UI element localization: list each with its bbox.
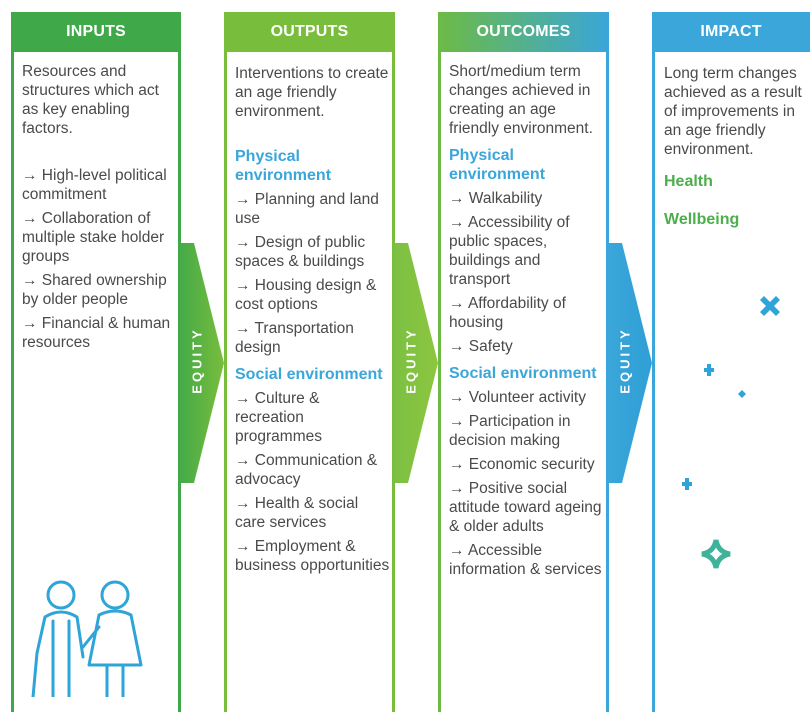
inputs-content: Resources and structures which act as ke… xyxy=(11,62,181,357)
impact-body xyxy=(652,52,810,712)
outcomes-title: OUTCOMES xyxy=(476,23,571,40)
equity-label-3: EQUITY xyxy=(617,327,633,394)
impact-content: Long term changes achieved as a result o… xyxy=(652,64,810,248)
outcomes-description: Short/medium term changes achieved in cr… xyxy=(449,63,593,137)
outcomes-physical-item: → Walkability xyxy=(449,190,543,207)
inputs-list-item: → Financial & human resources xyxy=(22,315,171,351)
outputs-physical-item: → Planning and land use xyxy=(235,191,379,227)
outputs-physical-item: → Design of public spaces & buildings xyxy=(235,234,366,270)
inputs-list-item: → Shared ownership by older people xyxy=(22,272,167,308)
impact-label-health: Health xyxy=(664,173,713,190)
inputs-list-item: → High-level political commitment xyxy=(22,167,167,203)
outcomes-social-item: → Positive social attitude toward ageing… xyxy=(449,480,602,535)
outputs-content: Interventions to create an age friendly … xyxy=(224,64,395,580)
outcomes-social-item: → Accessible information & services xyxy=(449,542,602,578)
outcomes-social-heading: Social environment xyxy=(449,365,597,382)
inputs-description: Resources and structures which act as ke… xyxy=(22,63,159,137)
outputs-title: OUTPUTS xyxy=(224,12,395,52)
outcomes-column: OUTCOMES Short/medium term changes achie… xyxy=(438,12,609,712)
impact-title: IMPACT xyxy=(652,12,810,52)
outputs-description: Interventions to create an age friendly … xyxy=(235,65,389,120)
outcomes-header-bg xyxy=(438,12,609,52)
outcomes-social-item: → Volunteer activity xyxy=(449,389,586,406)
outputs-column: OUTPUTS Interventions to create an age f… xyxy=(224,12,395,712)
outputs-body xyxy=(224,52,395,712)
inputs-column: INPUTS Resources and structures which ac… xyxy=(11,12,181,712)
outcomes-content: Short/medium term changes achieved in cr… xyxy=(438,62,609,584)
outputs-social-item: → Health & social care services xyxy=(235,495,359,531)
outputs-social-items: → Culture & recreation programmes → Commu… xyxy=(235,389,391,575)
impact-label-wellbeing: Wellbeing xyxy=(664,211,740,228)
outcomes-social-item: → Economic security xyxy=(449,456,595,473)
equity-label-1: EQUITY xyxy=(189,327,205,394)
elderly-couple-icon xyxy=(31,580,143,697)
outputs-physical-items: → Planning and land use → Design of publi… xyxy=(235,190,391,357)
inputs-title: INPUTS xyxy=(11,12,181,52)
outcomes-social-items: → Volunteer activity → Participation in d… xyxy=(449,388,605,579)
outcomes-social-item: → Participation in decision making xyxy=(449,413,571,449)
inputs-list-item: → Collaboration of multiple stake holder… xyxy=(22,210,165,265)
equity-arrow-2 xyxy=(394,243,438,483)
outcomes-physical-item: → Safety xyxy=(449,338,513,355)
impact-column: IMPACT Long term changes achieved as a r… xyxy=(652,12,810,712)
outputs-social-item: → Communication & advocacy xyxy=(235,452,378,488)
outputs-social-item: → Employment & business opportunities xyxy=(235,538,390,574)
equity-arrow-1 xyxy=(180,243,224,483)
sparkle-icon xyxy=(682,296,780,569)
equity-label-2: EQUITY xyxy=(403,327,419,394)
outputs-physical-heading: Physical environment xyxy=(235,148,332,184)
outputs-social-heading: Social environment xyxy=(235,366,383,383)
impact-description: Long term changes achieved as a result o… xyxy=(664,65,802,158)
outcomes-physical-items: → Walkability → Accessibility of public s… xyxy=(449,189,605,356)
outputs-physical-item: → Housing design & cost options xyxy=(235,277,377,313)
outcomes-physical-item: → Accessibility of public spaces, buildi… xyxy=(449,214,570,288)
outputs-social-item: → Culture & recreation programmes xyxy=(235,390,322,445)
outcomes-physical-heading: Physical environment xyxy=(449,147,546,183)
outcomes-physical-item: → Affordability of housing xyxy=(449,295,566,331)
inputs-items: → High-level political commitment → Colla… xyxy=(22,166,177,352)
outcomes-body xyxy=(438,52,609,712)
outputs-physical-item: → Transportation design xyxy=(235,320,354,356)
inputs-body xyxy=(11,52,181,712)
equity-arrow-3 xyxy=(608,243,652,483)
